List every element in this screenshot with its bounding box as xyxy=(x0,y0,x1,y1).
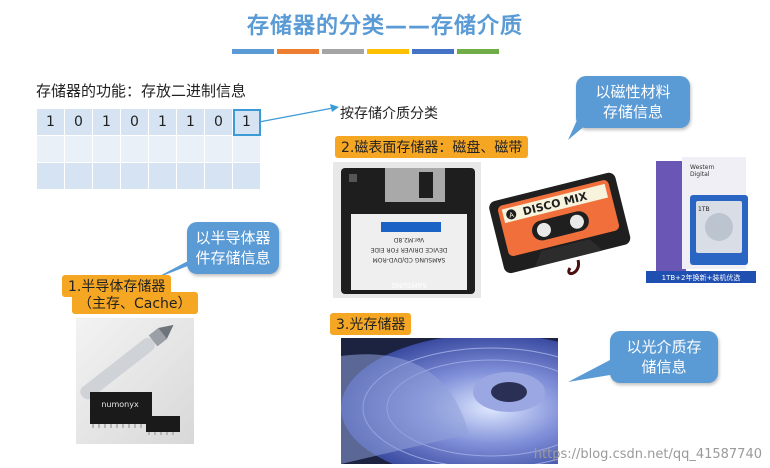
magnetic-callout: 以磁性材料 存储信息 xyxy=(576,76,690,128)
page-title: 存储器的分类——存储介质 xyxy=(246,14,523,39)
empty-cell xyxy=(148,135,177,163)
empty-cell xyxy=(232,135,261,163)
empty-cell xyxy=(36,135,65,163)
callout-pointer xyxy=(568,360,616,382)
empty-cell xyxy=(148,162,177,190)
memory-chip-image: numonyx xyxy=(76,318,194,444)
floppy-brand: SAMSUNG xyxy=(391,281,427,289)
title-color-bar xyxy=(232,49,274,54)
floppy-line: DEVICE DRIVER FOR EIDE xyxy=(370,246,447,253)
title-color-bar xyxy=(277,49,319,54)
chip-brand: numonyx xyxy=(101,400,139,409)
empty-cell xyxy=(204,162,233,190)
cassette-side: A xyxy=(508,211,515,220)
floppy-line: Ver.M2.8D xyxy=(393,236,424,243)
hard-drive-image: Western Digital 1TB 1TB+2年换新+装机优选 xyxy=(640,155,758,287)
callout-pointer xyxy=(568,118,594,140)
bit-cell: 0 xyxy=(64,108,93,136)
empty-cell xyxy=(120,162,149,190)
title-color-bar xyxy=(367,49,409,54)
magnetic-storage-label: 2.磁表面存储器：磁盘、磁带 xyxy=(335,136,529,158)
hdd-brand-line1: Western xyxy=(690,164,715,171)
binary-bits-table: 1 0 1 0 1 1 0 1 xyxy=(36,108,261,190)
title-color-bar xyxy=(412,49,454,54)
empty-cell xyxy=(176,162,205,190)
title-color-bar xyxy=(322,49,364,54)
semiconductor-callout: 以半导体器 件存储信息 xyxy=(187,222,279,274)
semiconductor-storage-sublabel: （主存、Cache） xyxy=(72,292,198,314)
bit-cell: 1 xyxy=(176,108,205,136)
optical-storage-label: 3.光存储器 xyxy=(330,313,412,335)
bit-cell: 1 xyxy=(148,108,177,136)
floppy-disk-image: SAMSUNG SAMSUNG CD/DVD-ROM DEVICE DRIVER… xyxy=(333,162,481,298)
empty-cell xyxy=(64,135,93,163)
storage-function-text: 存储器的功能：存放二进制信息 xyxy=(36,82,247,100)
floppy-line: SAMSUNG CD/DVD-ROM xyxy=(373,256,446,263)
empty-cell xyxy=(176,135,205,163)
semiconductor-storage-label: 1.半导体存储器 xyxy=(62,275,172,297)
empty-cell xyxy=(64,162,93,190)
cassette-tape-image: DISCO MIX A xyxy=(486,162,632,282)
bit-cell: 0 xyxy=(120,108,149,136)
bit-cell: 1 xyxy=(36,108,65,136)
empty-cell xyxy=(232,162,261,190)
empty-cell xyxy=(204,135,233,163)
arrow-icon xyxy=(258,104,339,123)
empty-cell xyxy=(92,162,121,190)
optical-disc-image xyxy=(341,338,558,464)
hdd-drive-label: 1TB xyxy=(698,206,710,213)
title-color-bar xyxy=(457,49,499,54)
empty-cell xyxy=(36,162,65,190)
hdd-caption: 1TB+2年换新+装机优选 xyxy=(662,273,741,282)
optical-callout: 以光介质存 储信息 xyxy=(610,331,718,383)
empty-cell xyxy=(92,135,121,163)
hdd-brand-line2: Digital xyxy=(690,171,710,178)
bit-cell: 0 xyxy=(204,108,233,136)
bit-cell: 1 xyxy=(92,108,121,136)
empty-cell xyxy=(120,135,149,163)
watermark: https://blog.csdn.net/qq_41587740 xyxy=(533,447,762,462)
classify-by-medium-label: 按存储介质分类 xyxy=(340,106,438,122)
